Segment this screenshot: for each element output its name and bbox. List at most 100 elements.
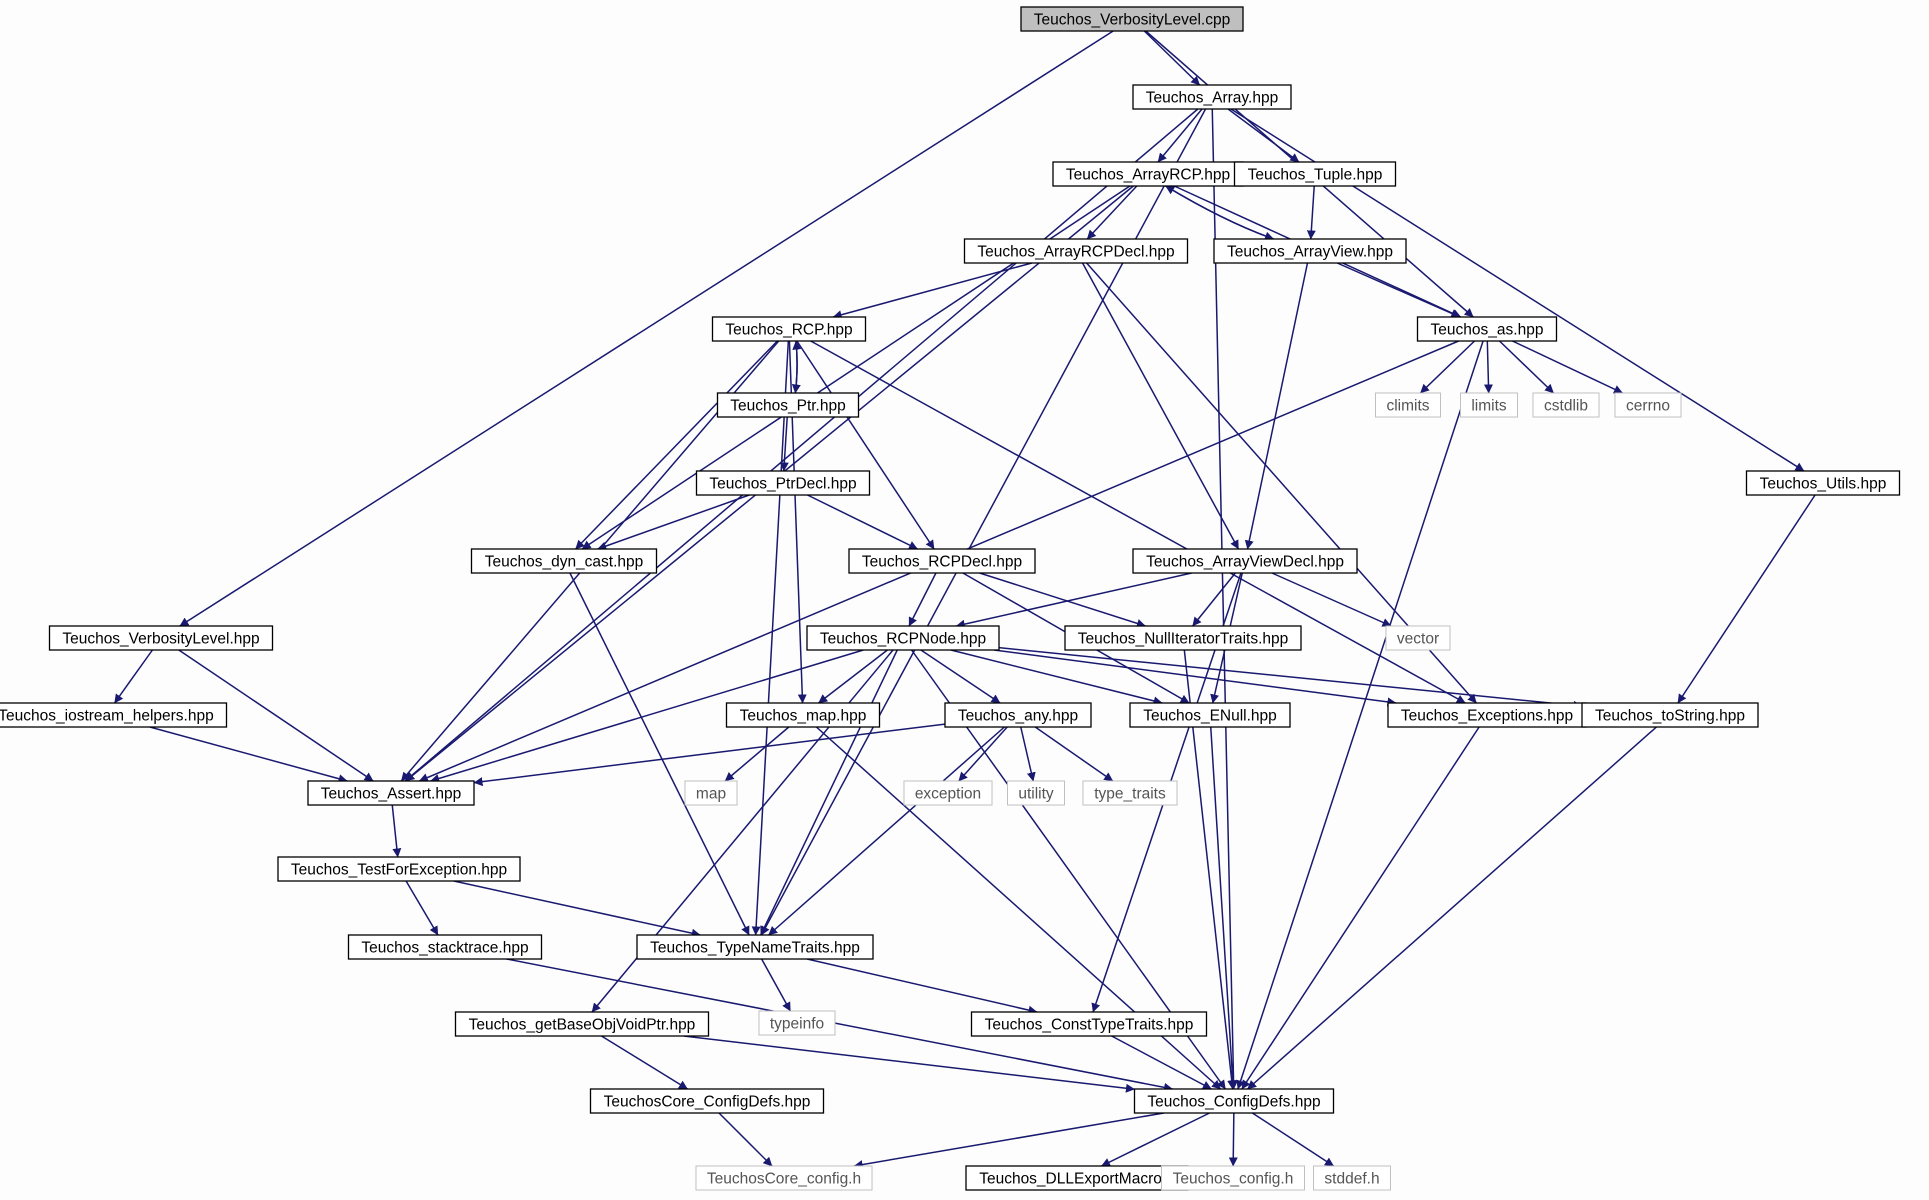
- node-box: [307, 780, 475, 806]
- node-box: [963, 238, 1189, 264]
- node-box: [1385, 625, 1451, 651]
- edge-any-to-utility: [1020, 726, 1036, 782]
- node-stacktrace[interactable]: Teuchos_stacktrace.hpp: [347, 934, 543, 960]
- node-label: Teuchos_ConstTypeTraits.hpp: [985, 1017, 1194, 1034]
- node-box: [1581, 702, 1759, 728]
- edge-rcp-to-dyncast: [575, 340, 778, 550]
- edge-ptrdecl-to-rcpdecl: [807, 494, 918, 550]
- node-typetraits: type_traits: [1082, 780, 1178, 806]
- node-arrayrcpdecl[interactable]: Teuchos_ArrayRCPDecl.hpp: [963, 238, 1189, 264]
- node-label: limits: [1471, 398, 1507, 415]
- node-box: [1532, 392, 1600, 418]
- node-box: [806, 625, 1000, 651]
- node-label: cstdlib: [1544, 398, 1588, 415]
- node-configdefs[interactable]: Teuchos_ConfigDefs.hpp: [1133, 1088, 1335, 1114]
- node-box: [695, 470, 871, 496]
- node-typeinfo: typeinfo: [758, 1010, 836, 1036]
- edge-stacktrace-to-configdefs: [506, 958, 1173, 1092]
- edges-layer: [113, 30, 1816, 1169]
- node-rcp[interactable]: Teuchos_RCP.hpp: [711, 316, 867, 342]
- node-label: Teuchos_VerbosityLevel.cpp: [1034, 12, 1230, 29]
- node-testforexc[interactable]: Teuchos_TestForException.hpp: [277, 856, 521, 882]
- node-label: climits: [1386, 398, 1429, 415]
- node-enull[interactable]: Teuchos_ENull.hpp: [1129, 702, 1291, 728]
- node-label: vector: [1397, 631, 1439, 648]
- edge-configdefs-to-coreconfig: [853, 1112, 1164, 1169]
- node-box: [1133, 1088, 1335, 1114]
- node-map[interactable]: Teuchos_map.hpp: [725, 702, 881, 728]
- node-coreconfigdefs[interactable]: TeuchosCore_ConfigDefs.hpp: [589, 1088, 825, 1114]
- node-arrayviewdecl[interactable]: Teuchos_ArrayViewDecl.hpp: [1132, 548, 1358, 574]
- edge-arrayviewdecl-to-nulliter: [1192, 572, 1236, 627]
- edge-arrayrcpdecl-to-arrayviewdecl: [1081, 262, 1240, 550]
- node-verbhpp[interactable]: Teuchos_VerbosityLevel.hpp: [48, 625, 274, 651]
- node-tuple[interactable]: Teuchos_Tuple.hpp: [1233, 161, 1397, 187]
- edge-as-to-cstdlib: [1498, 340, 1555, 394]
- edge-verbhpp-to-iostream: [113, 649, 154, 704]
- node-iostream[interactable]: Teuchos_iostream_helpers.hpp: [0, 702, 228, 728]
- node-root[interactable]: Teuchos_VerbosityLevel.cpp: [1020, 6, 1244, 32]
- node-dllexport[interactable]: Teuchos_DLLExportMacro.h: [965, 1165, 1189, 1191]
- node-dyncast[interactable]: Teuchos_dyn_cast.hpp: [470, 548, 658, 574]
- node-arrayview[interactable]: Teuchos_ArrayView.hpp: [1213, 238, 1407, 264]
- edge-consttype-to-configdefs: [1111, 1035, 1212, 1090]
- edge-any-to-assert: [473, 723, 946, 787]
- node-box: [1313, 1165, 1391, 1191]
- edge-array-to-tuple: [1227, 108, 1300, 163]
- edge-rcpnode-to-any: [920, 649, 1001, 704]
- edge-configdefs-to-stddef: [1251, 1112, 1335, 1167]
- node-box: [758, 1010, 836, 1036]
- node-as[interactable]: Teuchos_as.hpp: [1416, 316, 1558, 342]
- edge-any-to-typetraits: [1034, 726, 1114, 782]
- node-label: Teuchos_RCP.hpp: [725, 322, 852, 339]
- node-coreconfig: TeuchosCore_config.h: [695, 1165, 873, 1191]
- node-box: [470, 548, 658, 574]
- edge-root-to-array: [1143, 30, 1201, 86]
- node-typename[interactable]: Teuchos_TypeNameTraits.hpp: [636, 934, 874, 960]
- edge-getbase-to-configdefs: [683, 1035, 1135, 1093]
- node-box: [711, 316, 867, 342]
- node-rcpnode[interactable]: Teuchos_RCPNode.hpp: [806, 625, 1000, 651]
- node-ptrdecl[interactable]: Teuchos_PtrDecl.hpp: [695, 470, 871, 496]
- node-label: stddef.h: [1324, 1171, 1379, 1188]
- node-exceptions[interactable]: Teuchos_Exceptions.hpp: [1387, 702, 1587, 728]
- nodes-layer: Teuchos_VerbosityLevel.cppTeuchos_Array.…: [0, 6, 1901, 1191]
- node-arrayrcp[interactable]: Teuchos_ArrayRCP.hpp: [1052, 161, 1244, 187]
- node-box: [1132, 548, 1358, 574]
- node-box: [716, 392, 860, 418]
- node-box: [848, 548, 1036, 574]
- node-label: Teuchos_RCPDecl.hpp: [862, 554, 1022, 571]
- node-ptr[interactable]: Teuchos_Ptr.hpp: [716, 392, 860, 418]
- node-getbase[interactable]: Teuchos_getBaseObjVoidPtr.hpp: [454, 1011, 710, 1037]
- node-any[interactable]: Teuchos_any.hpp: [944, 702, 1092, 728]
- node-config: Teuchos_config.h: [1161, 1165, 1305, 1191]
- node-label: Teuchos_DLLExportMacro.h: [979, 1171, 1175, 1188]
- node-label: Teuchos_ArrayView.hpp: [1227, 244, 1393, 261]
- node-label: Teuchos_stacktrace.hpp: [361, 940, 528, 957]
- edge-iostream-to-assert: [149, 726, 348, 784]
- edge-rcpnode-to-enull: [950, 649, 1163, 706]
- edge-dyncast-to-typename: [569, 572, 750, 936]
- node-label: Teuchos_RCPNode.hpp: [820, 631, 986, 648]
- node-utils[interactable]: Teuchos_Utils.hpp: [1745, 470, 1901, 496]
- edge-rcp-to-typename: [751, 340, 790, 936]
- edge-any-to-typename: [768, 726, 1005, 936]
- node-box: [1132, 84, 1292, 110]
- node-assert[interactable]: Teuchos_Assert.hpp: [307, 780, 475, 806]
- node-label: Teuchos_dyn_cast.hpp: [485, 554, 644, 571]
- node-box: [1129, 702, 1291, 728]
- node-tostring[interactable]: Teuchos_toString.hpp: [1581, 702, 1759, 728]
- edge-exceptions-to-configdefs: [1241, 726, 1480, 1090]
- edge-configdefs-to-dllexport: [1101, 1112, 1210, 1167]
- node-array[interactable]: Teuchos_Array.hpp: [1132, 84, 1292, 110]
- node-box: [965, 1165, 1189, 1191]
- node-label: Teuchos_PtrDecl.hpp: [709, 476, 856, 493]
- node-cstdlib: cstdlib: [1532, 392, 1600, 418]
- node-box: [1161, 1165, 1305, 1191]
- node-nulliter[interactable]: Teuchos_NullIteratorTraits.hpp: [1064, 625, 1302, 651]
- node-rcpdecl[interactable]: Teuchos_RCPDecl.hpp: [848, 548, 1036, 574]
- node-box: [347, 934, 543, 960]
- node-vector: vector: [1385, 625, 1451, 651]
- node-box: [903, 780, 993, 806]
- node-consttype[interactable]: Teuchos_ConstTypeTraits.hpp: [970, 1011, 1208, 1037]
